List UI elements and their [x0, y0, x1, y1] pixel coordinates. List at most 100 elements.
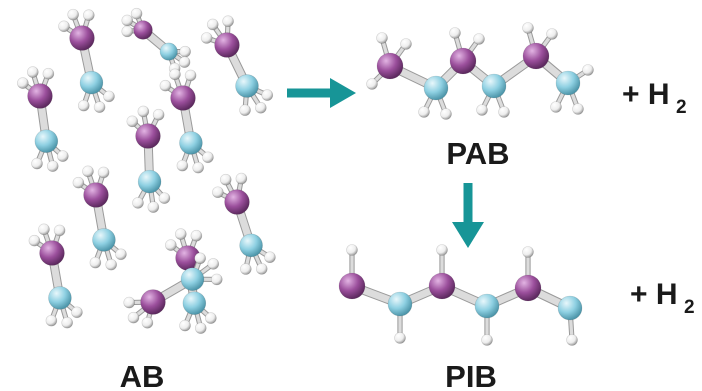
boron-atom [69, 25, 95, 51]
hydrogen-atom [235, 172, 248, 185]
nitrogen-atom [179, 131, 203, 155]
hydrogen-atom [254, 101, 267, 114]
nitrogen-atom [159, 42, 178, 61]
hydrogen-atom [72, 176, 85, 189]
hydrogen-atom [141, 316, 154, 329]
boron-atom [140, 289, 166, 315]
ab-molecule [28, 223, 83, 329]
hydrogen-atom [17, 77, 29, 89]
nitrogen-atom [235, 74, 259, 98]
hydrogen-atom [132, 197, 144, 209]
hydrogen-atom [346, 244, 358, 256]
boron-atom [170, 85, 196, 111]
hydrogen-atom [158, 192, 171, 204]
hydrogen-atom [159, 79, 172, 92]
hydrogen-product-bottom: + H 2 [630, 278, 695, 318]
hydrogen-atom [42, 67, 55, 80]
hydrogen-atom [147, 201, 160, 213]
hydrogen-atom [26, 66, 39, 78]
nitrogen-atom [239, 233, 263, 258]
hydrogen-atom [190, 229, 203, 242]
hydrogen-atom [194, 322, 207, 334]
hydrogen-atom [82, 165, 94, 178]
hydrogen-atom [174, 228, 187, 240]
hydrogen-atom [103, 90, 115, 103]
hydrogen-atom [46, 160, 59, 172]
hydrogen-atom [440, 108, 452, 120]
hydrogen-atom [219, 173, 232, 186]
hydrogen-atom [130, 7, 143, 20]
nitrogen-atom [423, 75, 449, 101]
hydrogen-atom [222, 15, 234, 28]
hydrogen-atom [123, 296, 136, 309]
hydrogen-atom [206, 18, 219, 31]
nitrogen-atom [481, 73, 507, 99]
hydrogen-atom [473, 33, 485, 45]
hydrogen-atom [53, 224, 66, 237]
h2-subscript: 2 [684, 297, 695, 318]
hydrogen-atom [121, 14, 134, 27]
ab-molecule-crystal [17, 7, 276, 334]
boron-atom [449, 47, 477, 75]
ab-label: AB [120, 359, 165, 391]
nitrogen-atom [555, 70, 581, 96]
hydrogen-atom [572, 103, 584, 115]
hydrogen-atom [169, 68, 181, 81]
boron-atom [135, 123, 161, 149]
hydrogen-atom [449, 27, 461, 39]
hydrogen-atom [115, 248, 127, 261]
hydrogen-atom [93, 101, 106, 113]
h2-subscript: 2 [676, 97, 687, 118]
hydrogen-atom [192, 161, 204, 174]
hydrogen-atom [71, 306, 83, 319]
plus-h2-text: + H [622, 78, 670, 111]
hydrogen-atom [127, 311, 140, 324]
hydrogen-atom [550, 101, 562, 113]
hydrogen-atom [394, 332, 406, 344]
nitrogen-atom [182, 291, 207, 315]
hydrogen-atom [152, 108, 165, 121]
hydrogen-atom [97, 166, 110, 179]
hydrogen-atom [105, 258, 117, 271]
nitrogen-atom [474, 293, 500, 319]
boron-atom [39, 240, 65, 266]
pab-label: PAB [446, 136, 509, 171]
ab-molecule [126, 105, 171, 213]
hydrogen-atom [255, 263, 268, 275]
hydrogen-atom [207, 258, 220, 270]
hydrogen-atom [239, 104, 251, 116]
hydrogen-atom [28, 234, 41, 247]
hydrogen-atom [522, 22, 534, 34]
nitrogen-atom [48, 286, 72, 310]
boron-atom [522, 42, 550, 70]
hydrogen-atom [400, 38, 412, 50]
hydrogen-atom [522, 246, 534, 258]
arrow-down-icon [452, 183, 484, 248]
hydrogen-atom [366, 78, 378, 90]
hydrogen-atom [67, 8, 79, 21]
hydrogen-atom [194, 252, 206, 265]
hydrogen-atom [566, 334, 578, 346]
nitrogen-atom [137, 169, 162, 194]
nitrogen-atom [180, 267, 205, 291]
pib-chain [338, 244, 583, 346]
hydrogen-atom [261, 89, 274, 101]
hydrogen-atom [476, 104, 488, 116]
hydrogen-atom [582, 64, 594, 76]
nitrogen-atom [92, 228, 116, 252]
hydrogen-atom [165, 239, 177, 251]
hydrogen-atom [58, 20, 70, 33]
boron-atom [27, 83, 53, 109]
ab-molecule [58, 8, 115, 113]
nitrogen-atom [79, 70, 104, 95]
ab-molecule [121, 7, 191, 75]
ab-molecule [200, 15, 274, 116]
nitrogen-atom [34, 129, 59, 153]
boron-atom [224, 189, 250, 215]
hydrogen-atom [184, 69, 197, 82]
pab-chain [366, 22, 594, 120]
hydrogen-atom [178, 56, 191, 68]
boron-atom [428, 272, 456, 300]
